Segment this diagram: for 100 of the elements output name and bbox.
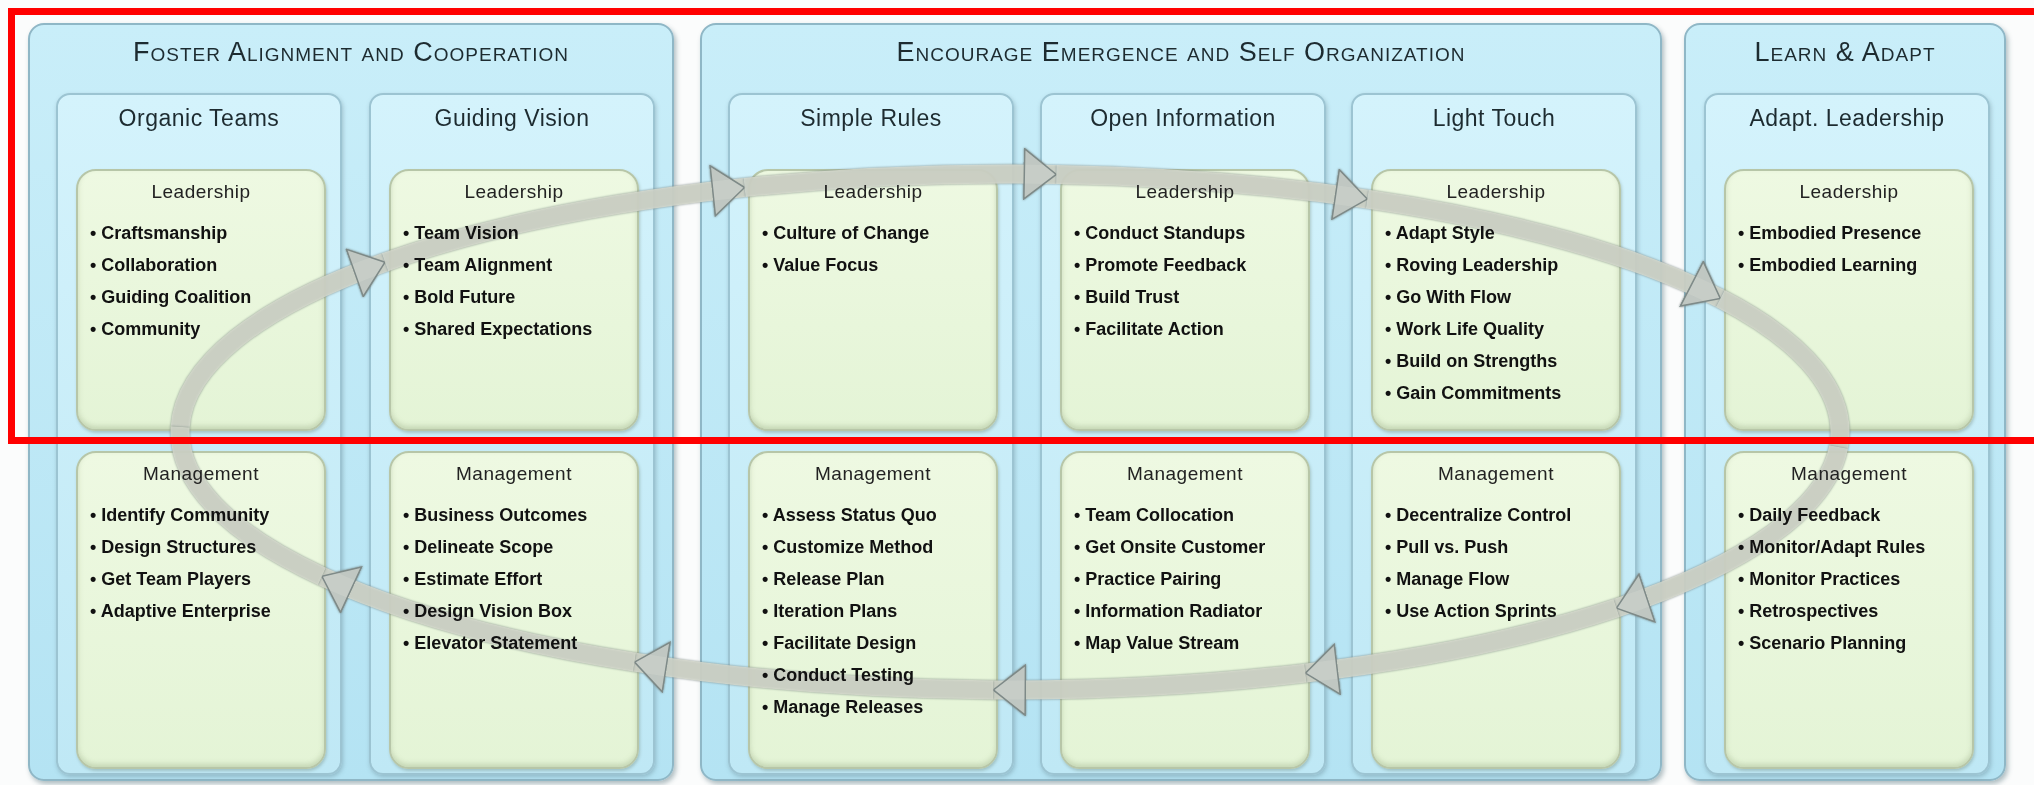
list-item: • Team Collocation	[1074, 504, 1235, 527]
list-item: • Facilitate Design	[762, 632, 918, 655]
list-item: • Design Structures	[90, 536, 258, 559]
list-item: • Manage Releases	[762, 696, 925, 719]
list-item: • Collaboration	[90, 254, 219, 277]
column-title: Adapt. Leadership	[1748, 105, 1946, 132]
list-item: • Build on Strengths	[1385, 350, 1559, 373]
column-title: Organic Teams	[117, 105, 281, 132]
category-card	[76, 169, 326, 431]
card-heading: Management	[1437, 463, 1555, 485]
list-item: • Get Onsite Customer	[1074, 536, 1267, 559]
cycle-arrow	[743, 148, 1058, 201]
list-item: • Get Team Players	[90, 568, 253, 591]
card-heading: Leadership	[150, 181, 252, 203]
column-panel	[1351, 93, 1637, 775]
list-item: • Scenario Planning	[1738, 632, 1908, 655]
category-card	[1724, 169, 1974, 431]
list-item: • Community	[90, 318, 202, 341]
list-item: • Assess Status Quo	[762, 504, 938, 527]
list-item: • Iteration Plans	[762, 600, 899, 623]
list-item: • Monitor/Adapt Rules	[1738, 536, 1927, 559]
category-card	[748, 169, 998, 431]
column-panel	[728, 93, 1014, 775]
cycle-arrow	[318, 564, 637, 672]
list-item: • Map Value Stream	[1074, 632, 1241, 655]
list-item: • Practice Pairing	[1074, 568, 1223, 591]
list-item: • Elevator Statement	[403, 632, 579, 655]
list-item: • Use Action Sprints	[1385, 600, 1558, 623]
list-item: • Business Outcomes	[403, 504, 589, 527]
cycle-arrow	[1613, 443, 1848, 622]
list-item: • Adaptive Enterprise	[90, 600, 272, 623]
column-panel	[369, 93, 655, 775]
list-item: • Work Life Quality	[1385, 318, 1545, 341]
category-card	[1724, 451, 1974, 769]
group-title: Encourage Emergence and Self Organization	[895, 37, 1467, 68]
card-heading: Management	[455, 463, 573, 485]
list-item: • Estimate Effort	[403, 568, 544, 591]
category-card	[389, 169, 639, 431]
column-panel	[56, 93, 342, 775]
list-item: • Facilitate Action	[1074, 318, 1225, 341]
cycle-arrow	[1304, 599, 1620, 695]
cycle-arrow	[1056, 164, 1369, 221]
list-item: • Go With Flow	[1385, 286, 1513, 309]
list-item: • Value Focus	[762, 254, 880, 277]
list-item: • Bold Future	[403, 286, 517, 309]
category-card	[1371, 451, 1621, 769]
list-item: • Adapt Style	[1385, 222, 1496, 245]
cycle-arrow	[1365, 189, 1725, 309]
list-item: • Release Plan	[762, 568, 886, 591]
list-item: • Embodied Presence	[1738, 222, 1923, 245]
list-item: • Identify Community	[90, 504, 271, 527]
list-item: • Culture of Change	[762, 222, 931, 245]
list-item: • Monitor Practices	[1738, 568, 1902, 591]
cycle-arrow	[992, 663, 1307, 716]
list-item: • Roving Leadership	[1385, 254, 1560, 277]
cycle-arrow	[171, 250, 389, 430]
list-item: • Conduct Standups	[1074, 222, 1247, 245]
list-item: • Pull vs. Push	[1385, 536, 1510, 559]
list-item: • Craftsmanship	[90, 222, 229, 245]
category-card	[1060, 169, 1310, 431]
column-panel	[1040, 93, 1326, 775]
category-card	[389, 451, 639, 769]
group-panel	[700, 23, 1662, 781]
category-card	[1060, 451, 1310, 769]
card-heading: Leadership	[1798, 181, 1900, 203]
category-card	[76, 451, 326, 769]
list-item: • Embodied Learning	[1738, 254, 1919, 277]
card-heading: Management	[142, 463, 260, 485]
cycle-arrow	[633, 640, 994, 700]
column-title: Guiding Vision	[433, 105, 591, 132]
list-item: • Shared Expectations	[403, 318, 594, 341]
list-item: • Manage Flow	[1385, 568, 1511, 591]
group-title: Foster Alignment and Cooperation	[132, 37, 570, 68]
list-item: • Team Alignment	[403, 254, 554, 277]
card-heading: Leadership	[1134, 181, 1236, 203]
card-heading: Leadership	[463, 181, 565, 203]
card-heading: Management	[1790, 463, 1908, 485]
list-item: • Information Radiator	[1074, 600, 1264, 623]
column-panel	[1704, 93, 1990, 775]
column-title: Simple Rules	[799, 105, 943, 132]
column-title: Open Information	[1089, 105, 1277, 132]
card-heading: Leadership	[1445, 181, 1547, 203]
category-card	[748, 451, 998, 769]
list-item: • Gain Commitments	[1385, 382, 1563, 405]
list-item: • Promote Feedback	[1074, 254, 1248, 277]
list-item: • Team Vision	[403, 222, 520, 245]
list-item: • Design Vision Box	[403, 600, 573, 623]
list-item: • Retrospectives	[1738, 600, 1880, 623]
cycle-arrow	[382, 165, 746, 272]
list-item: • Decentralize Control	[1385, 504, 1573, 527]
list-item: • Build Trust	[1074, 286, 1181, 309]
group-title: Learn & Adapt	[1753, 37, 1937, 68]
category-card	[1371, 169, 1621, 431]
card-heading: Management	[1126, 463, 1244, 485]
card-heading: Leadership	[822, 181, 924, 203]
column-title: Light Touch	[1431, 105, 1557, 132]
list-item: • Daily Feedback	[1738, 504, 1882, 527]
group-panel	[28, 23, 674, 781]
list-item: • Guiding Coalition	[90, 286, 253, 309]
list-item: • Delineate Scope	[403, 536, 555, 559]
